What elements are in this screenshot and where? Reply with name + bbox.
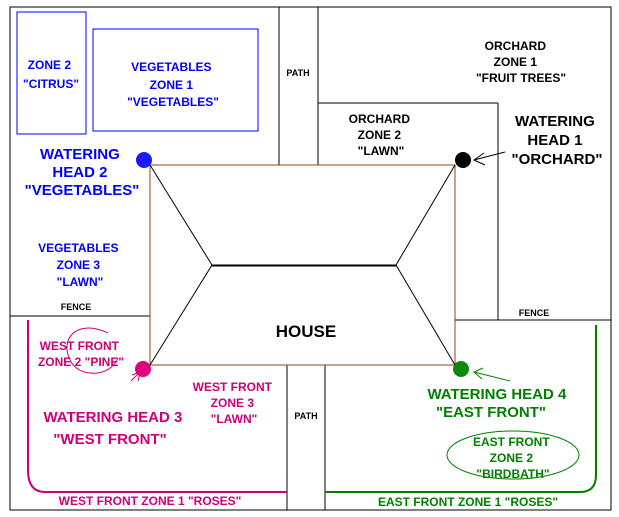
west-front-zone1-label: WEST FRONT ZONE 1 "ROSES" (59, 494, 242, 508)
west-front-roses-line (27, 320, 287, 493)
vegetables-zone3-label: VEGETABLES ZONE 3 "LAWN" (38, 241, 122, 289)
arrow-head-1 (472, 151, 506, 166)
west-front-zone3-label: WEST FRONT ZONE 3 "LAWN" (193, 380, 276, 426)
vegetables-zone1-label: VEGETABLES ZONE 1 "VEGETABLES" (127, 60, 219, 109)
fence-right-label: FENCE (519, 308, 550, 318)
lot-outline (9, 6, 612, 511)
birdbath-zone-outline (446, 430, 580, 480)
west-front-zone2-label: WEST FRONT ZONE 2 "PINE" (38, 339, 124, 369)
watering-head-3-label: WATERING HEAD 3 "WEST FRONT" (43, 409, 186, 448)
path-bottom-label: PATH (294, 411, 317, 421)
watering-head-4-label: WATERING HEAD 4 "EAST FRONT" (427, 386, 570, 421)
arrow-head-4 (473, 367, 511, 382)
orchard-zone1-label: ORCHARD ZONE 1 "FRUIT TREES" (476, 39, 566, 85)
path-top-label: PATH (286, 68, 309, 78)
vegetable-bed (92, 28, 259, 132)
watering-head-1-marker[interactable] (455, 152, 471, 168)
fence-left-label: FENCE (61, 302, 92, 312)
citrus-bed (16, 11, 87, 135)
watering-head-4-marker[interactable] (453, 361, 469, 377)
orchard-zone2-label: ORCHARD ZONE 2 "LAWN" (349, 112, 414, 158)
watering-head-2-label: WATERING HEAD 2 "VEGETABLES" (25, 146, 140, 199)
east-front-zone2-label: EAST FRONT ZONE 2 "BIRDBATH" (473, 435, 553, 481)
watering-head-2-marker[interactable] (136, 152, 152, 168)
zone2-citrus-label: ZONE 2 "CITRUS" (23, 58, 79, 91)
pine-zone-outline (66, 327, 119, 374)
watering-head-1-label: WATERING HEAD 1 "ORCHARD" (512, 113, 603, 168)
watering-head-3-marker[interactable] (135, 361, 151, 377)
east-front-roses-line (325, 325, 597, 493)
house-roof-ridges (149, 164, 456, 366)
house-label: HOUSE (276, 322, 336, 341)
east-front-zone1-label: EAST FRONT ZONE 1 "ROSES" (378, 495, 558, 509)
